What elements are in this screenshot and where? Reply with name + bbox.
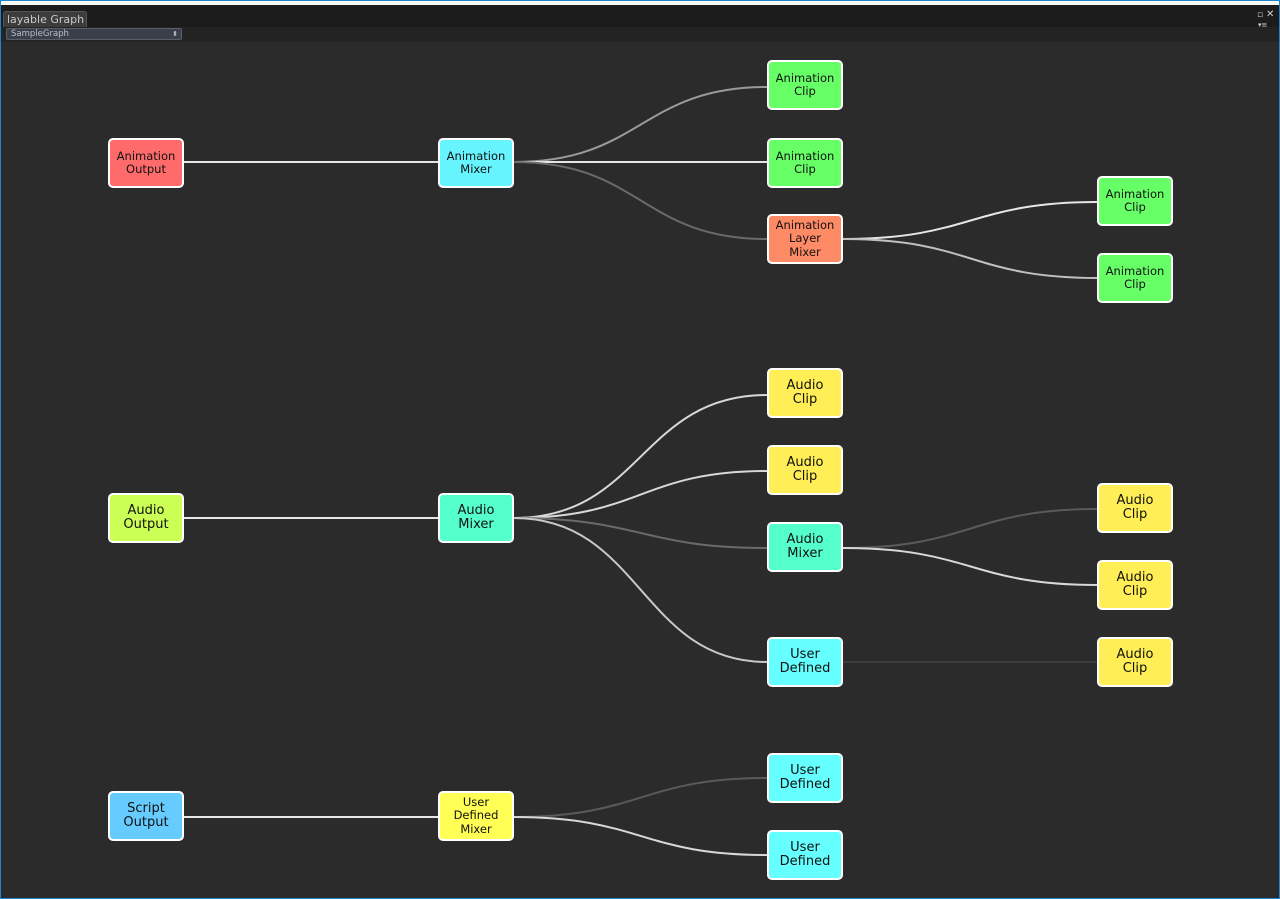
node-animation-layer-mixer[interactable]: Animation Layer Mixer (767, 214, 843, 264)
edge-mixer2-clip3 (842, 508, 1098, 549)
node-user-defined-mixer[interactable]: User Defined Mixer (438, 791, 514, 841)
graph-edges (184, 86, 1098, 856)
maximize-icon[interactable]: ▫ (1257, 10, 1264, 20)
node-user-defined[interactable]: User Defined (767, 637, 843, 687)
tab-playable-graph[interactable]: layable Graph (3, 11, 87, 27)
graph-select-dropdown[interactable]: SampleGraph ⬍ (6, 28, 182, 40)
edge-mixer2-clip4 (842, 547, 1098, 586)
node-animation-output[interactable]: Animation Output (108, 138, 184, 188)
edge-udmixer-ud2 (513, 777, 768, 818)
node-audio-clip[interactable]: Audio Clip (767, 368, 843, 418)
node-animation-clip[interactable]: Animation Clip (767, 138, 843, 188)
graph-select-value: SampleGraph (11, 29, 69, 39)
node-animation-clip[interactable]: Animation Clip (1097, 253, 1173, 303)
node-audio-clip[interactable]: Audio Clip (767, 445, 843, 495)
edge-audio-mixer-mixer2 (513, 517, 768, 549)
node-animation-clip[interactable]: Animation Clip (1097, 176, 1173, 226)
node-animation-mixer[interactable]: Animation Mixer (438, 138, 514, 188)
graph-canvas[interactable]: Animation Output Animation Mixer Animati… (1, 42, 1279, 898)
close-icon[interactable]: ✕ (1266, 9, 1275, 20)
node-user-defined[interactable]: User Defined (767, 753, 843, 803)
edge-audio-mixer-clip2 (513, 470, 768, 519)
menu-dropdown-icon[interactable]: ▾≡ (1258, 21, 1268, 29)
node-audio-clip[interactable]: Audio Clip (1097, 483, 1173, 533)
window-top-edge (1, 1, 1279, 5)
node-audio-clip[interactable]: Audio Clip (1097, 560, 1173, 610)
edge-anim-mixer-layermixer (513, 161, 768, 240)
node-script-output[interactable]: Script Output (108, 791, 184, 841)
edge-layermixer-clip3 (842, 201, 1098, 240)
graph-toolbar: SampleGraph ⬍ (1, 27, 1279, 42)
chevron-updown-icon: ⬍ (172, 30, 178, 38)
node-audio-mixer[interactable]: Audio Mixer (438, 493, 514, 543)
window-controls: ▫ ✕ ▾≡ (1255, 9, 1275, 30)
edge-anim-mixer-clip1 (513, 86, 768, 163)
edge-audio-mixer-clip1 (513, 394, 768, 519)
node-audio-output[interactable]: Audio Output (108, 493, 184, 543)
node-audio-clip[interactable]: Audio Clip (1097, 637, 1173, 687)
tab-strip: layable Graph ▫ ✕ ▾≡ (1, 5, 1279, 30)
node-user-defined[interactable]: User Defined (767, 830, 843, 880)
edge-audio-mixer-userdefined (513, 517, 768, 663)
node-animation-clip[interactable]: Animation Clip (767, 60, 843, 110)
edge-udmixer-ud3 (513, 816, 768, 856)
tab-label: layable Graph (7, 13, 85, 26)
node-audio-mixer[interactable]: Audio Mixer (767, 522, 843, 572)
edge-layermixer-clip4 (842, 238, 1098, 279)
